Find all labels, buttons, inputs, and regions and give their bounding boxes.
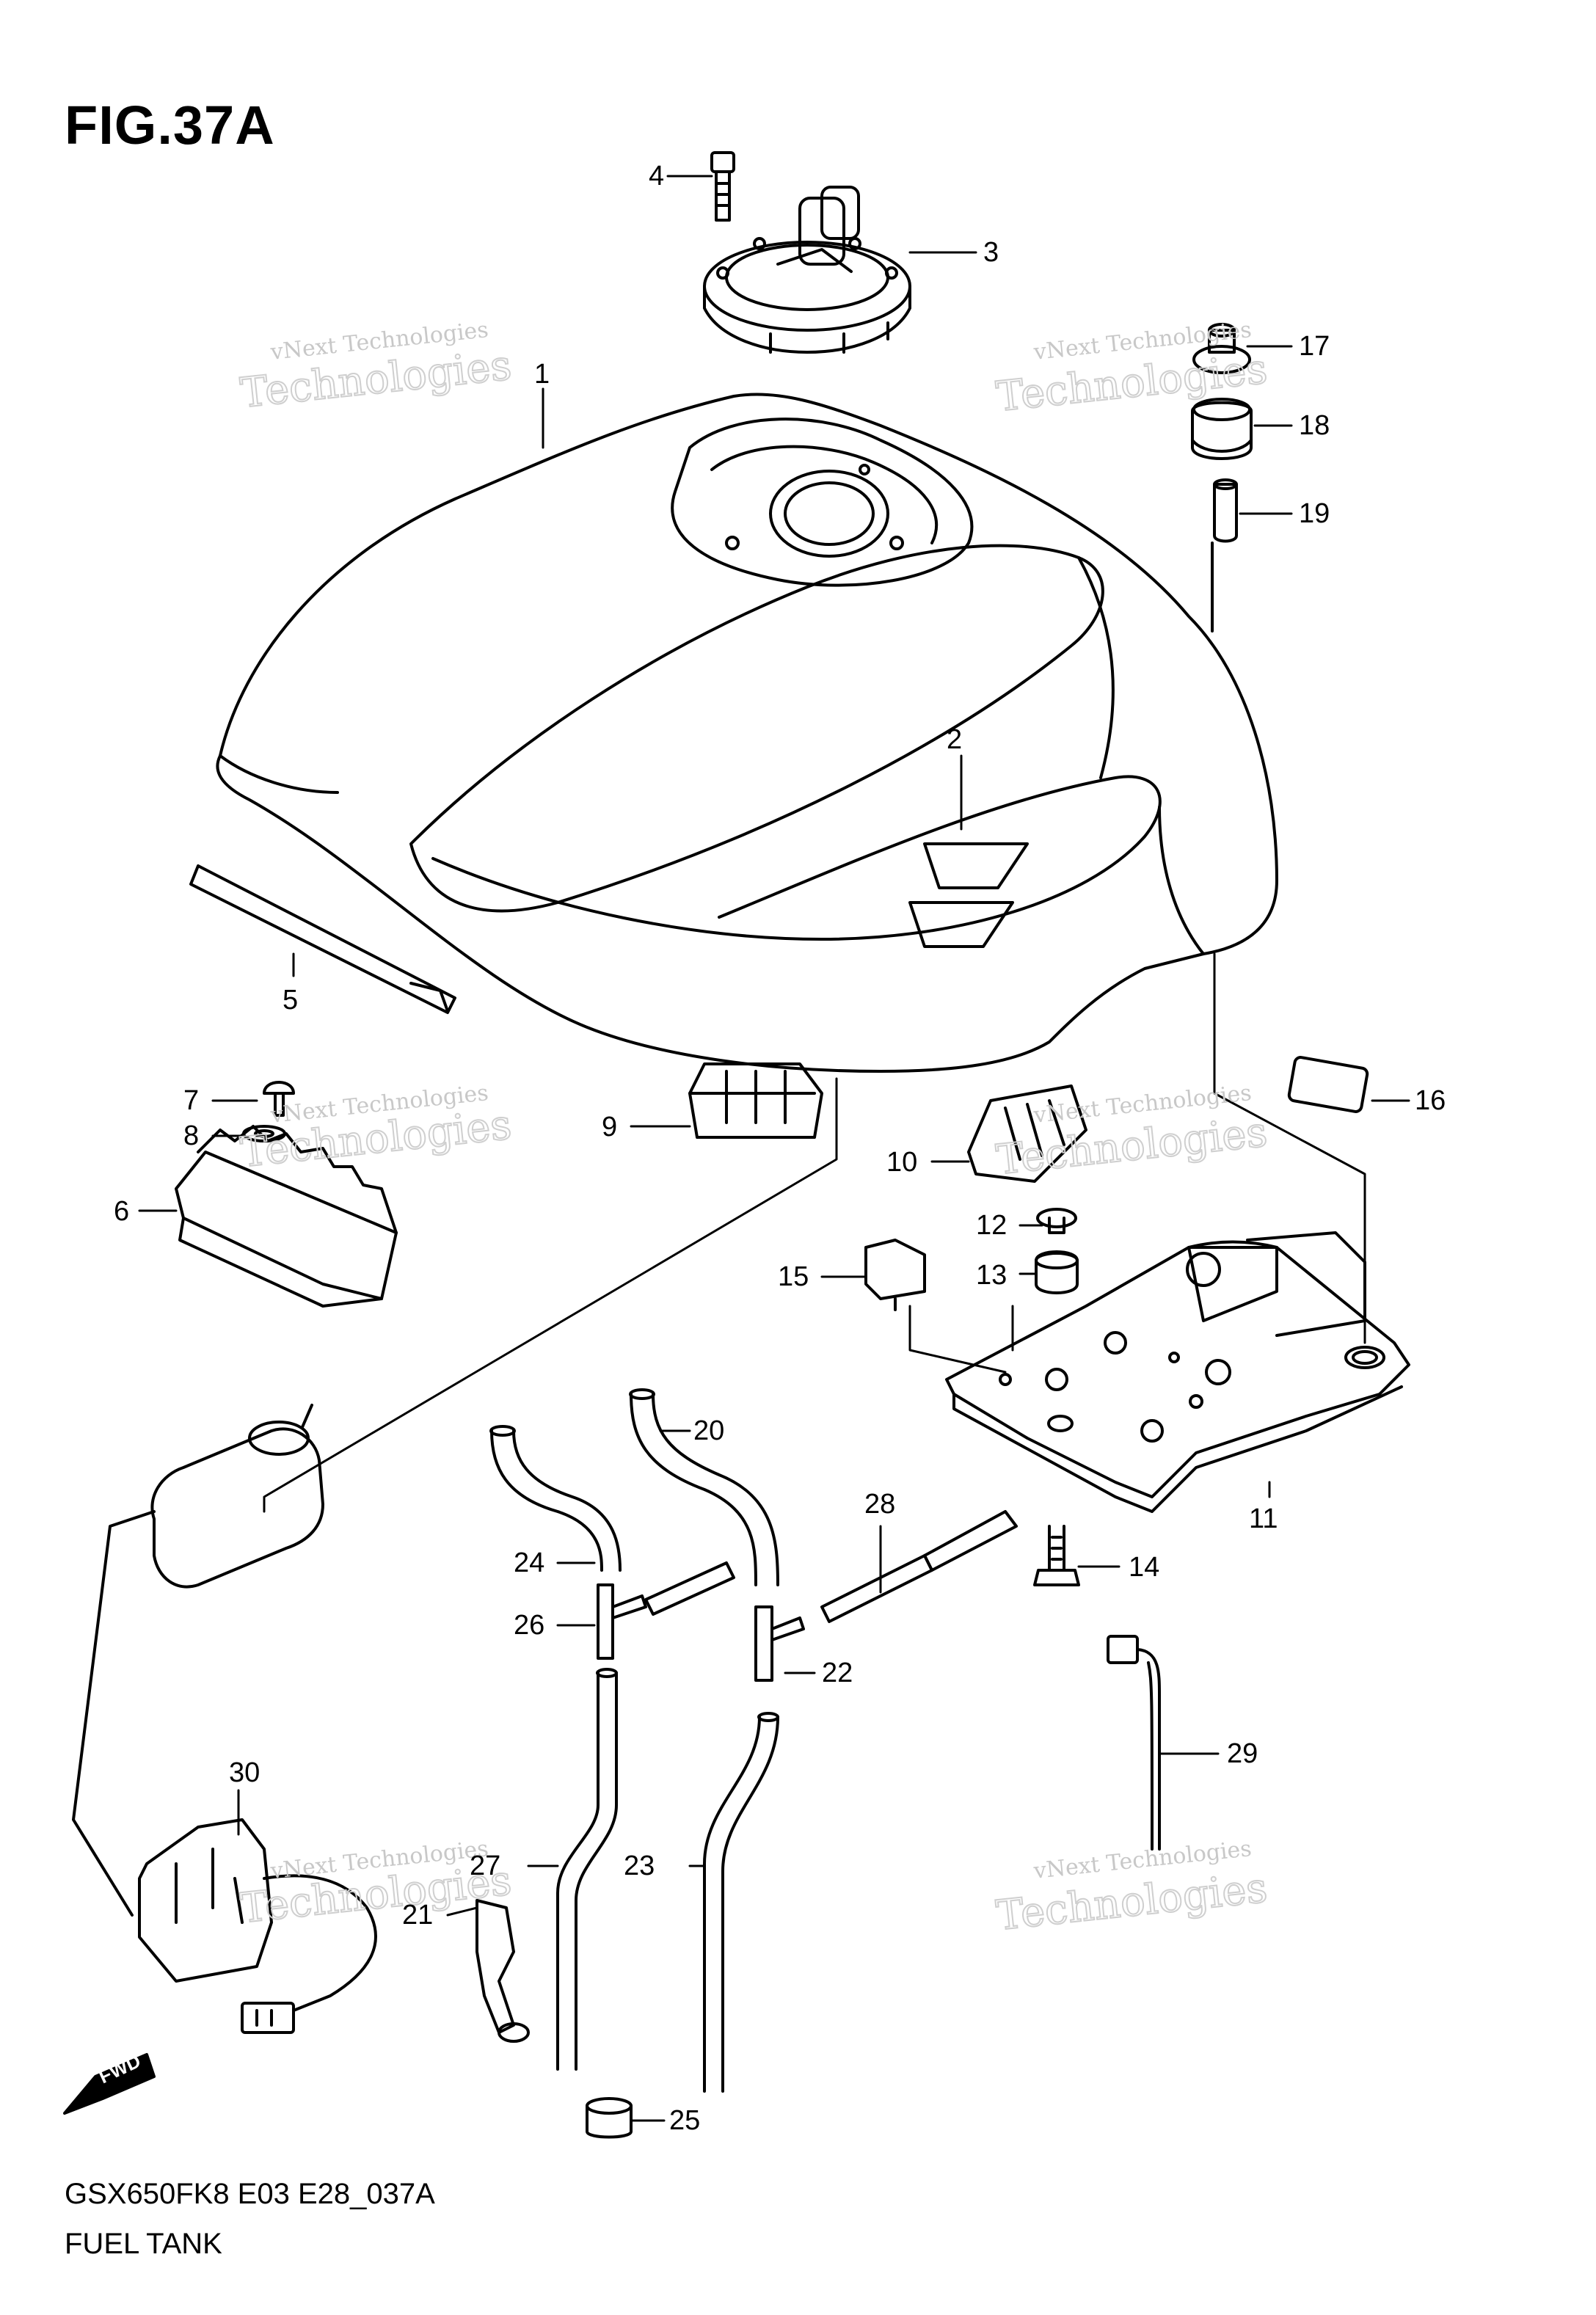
callout-15: 15 — [778, 1261, 809, 1292]
callout-14: 14 — [1129, 1552, 1159, 1583]
figure-name: FUEL TANK — [65, 2228, 222, 2260]
assembly-lines — [263, 952, 1366, 1513]
callout-5: 5 — [283, 985, 298, 1016]
callout-30: 30 — [229, 1757, 260, 1788]
callout-24: 24 — [514, 1547, 544, 1578]
part-12-13 — [1035, 1208, 1079, 1294]
callout-22: 22 — [822, 1658, 853, 1688]
callout-26: 26 — [514, 1610, 544, 1641]
callout-18: 18 — [1299, 410, 1330, 441]
part-seal-5 — [189, 864, 456, 1014]
callout-9: 9 — [602, 1112, 617, 1142]
part-bolt-4 — [710, 151, 735, 222]
callout-10: 10 — [886, 1147, 917, 1178]
callout-7: 7 — [183, 1085, 199, 1116]
callout-1: 1 — [534, 359, 550, 390]
part-21-clamp — [475, 1899, 530, 2043]
hose-20 — [629, 1388, 779, 1586]
callout-8: 8 — [183, 1120, 199, 1151]
callout-27: 27 — [470, 1851, 500, 1881]
joint-22 — [754, 1605, 805, 1682]
part-25-ring — [586, 2097, 633, 2139]
callout-17: 17 — [1299, 331, 1330, 362]
callout-16: 16 — [1415, 1085, 1446, 1116]
callout-6: 6 — [114, 1196, 129, 1227]
part-bracket-11 — [945, 1231, 1410, 1513]
callout-23: 23 — [624, 1851, 655, 1881]
part-bolt-14 — [1033, 1525, 1080, 1586]
figure-title: FIG.37A — [65, 95, 275, 156]
callout-12: 12 — [976, 1210, 1007, 1241]
callout-13: 13 — [976, 1260, 1007, 1291]
callout-21: 21 — [402, 1900, 433, 1931]
watermarks: vNext Technologies Technologies vNext Te… — [238, 317, 1270, 1941]
part-screw-7-washer-8 — [242, 1081, 295, 1142]
callout-4: 4 — [649, 161, 664, 192]
callout-numbers: 1 2 3 4 5 6 7 8 9 10 11 12 13 14 15 16 1… — [114, 161, 1446, 2136]
part-fuel-tank — [216, 393, 1278, 1073]
part-16 — [1287, 1056, 1369, 1113]
hose-27 — [556, 1668, 618, 2071]
joint-26 — [597, 1583, 647, 1660]
callout-29: 29 — [1227, 1738, 1258, 1769]
part-15 — [864, 1239, 926, 1311]
hose-23 — [703, 1712, 779, 2093]
part-17-18-19 — [1191, 323, 1253, 632]
part-cushion-6 — [175, 1125, 398, 1308]
part-cushion-10 — [967, 1084, 1087, 1183]
emblem — [908, 842, 1029, 948]
callout-19: 19 — [1299, 498, 1330, 529]
callout-28: 28 — [864, 1489, 895, 1520]
tube-short — [644, 1561, 735, 1616]
callout-3: 3 — [983, 237, 999, 268]
tube-28 — [820, 1510, 1018, 1623]
fwd-arrow-icon — [63, 2053, 156, 2115]
hose-24 — [489, 1425, 622, 1572]
callout-11: 11 — [1249, 1503, 1278, 1534]
part-cushion-9 — [688, 1062, 823, 1139]
part-fuel-cap — [703, 186, 911, 354]
part-29-harness — [1107, 1635, 1161, 1851]
callout-20: 20 — [693, 1415, 724, 1446]
callout-2: 2 — [947, 724, 962, 755]
part-fuel-pump-30 — [72, 1404, 377, 2034]
callout-leaders — [138, 175, 1410, 2122]
figure-code: GSX650FK8 E03 E28_037A — [65, 2178, 435, 2210]
callout-25: 25 — [669, 2105, 700, 2136]
